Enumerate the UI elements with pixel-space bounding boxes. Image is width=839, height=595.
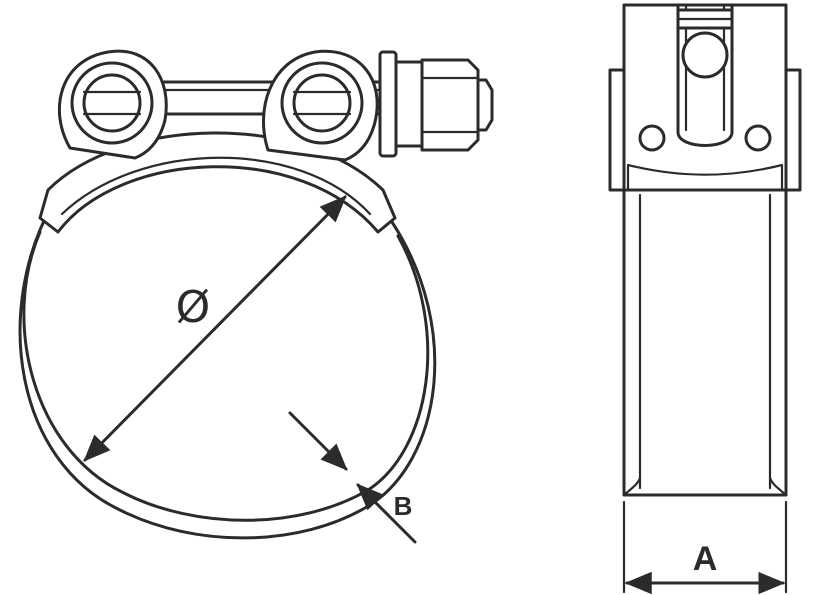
thickness-label: B	[394, 491, 413, 521]
front-view: Ø B	[18, 49, 494, 544]
thickness-leader-inner	[288, 411, 348, 471]
side-band	[622, 188, 788, 497]
side-bolt	[676, 3, 734, 147]
left-lug	[57, 49, 168, 160]
band-inner	[22, 230, 430, 522]
diameter-dimension-line	[83, 195, 347, 462]
width-label: A	[693, 540, 718, 578]
side-view: A	[608, 3, 802, 595]
diameter-label: Ø	[176, 282, 211, 333]
right-lug	[262, 49, 379, 162]
thickness-leader-outer	[356, 483, 417, 544]
bridge-plate-inner-edge	[60, 156, 372, 216]
band-outer	[18, 203, 437, 540]
bolt-nut	[378, 50, 494, 158]
